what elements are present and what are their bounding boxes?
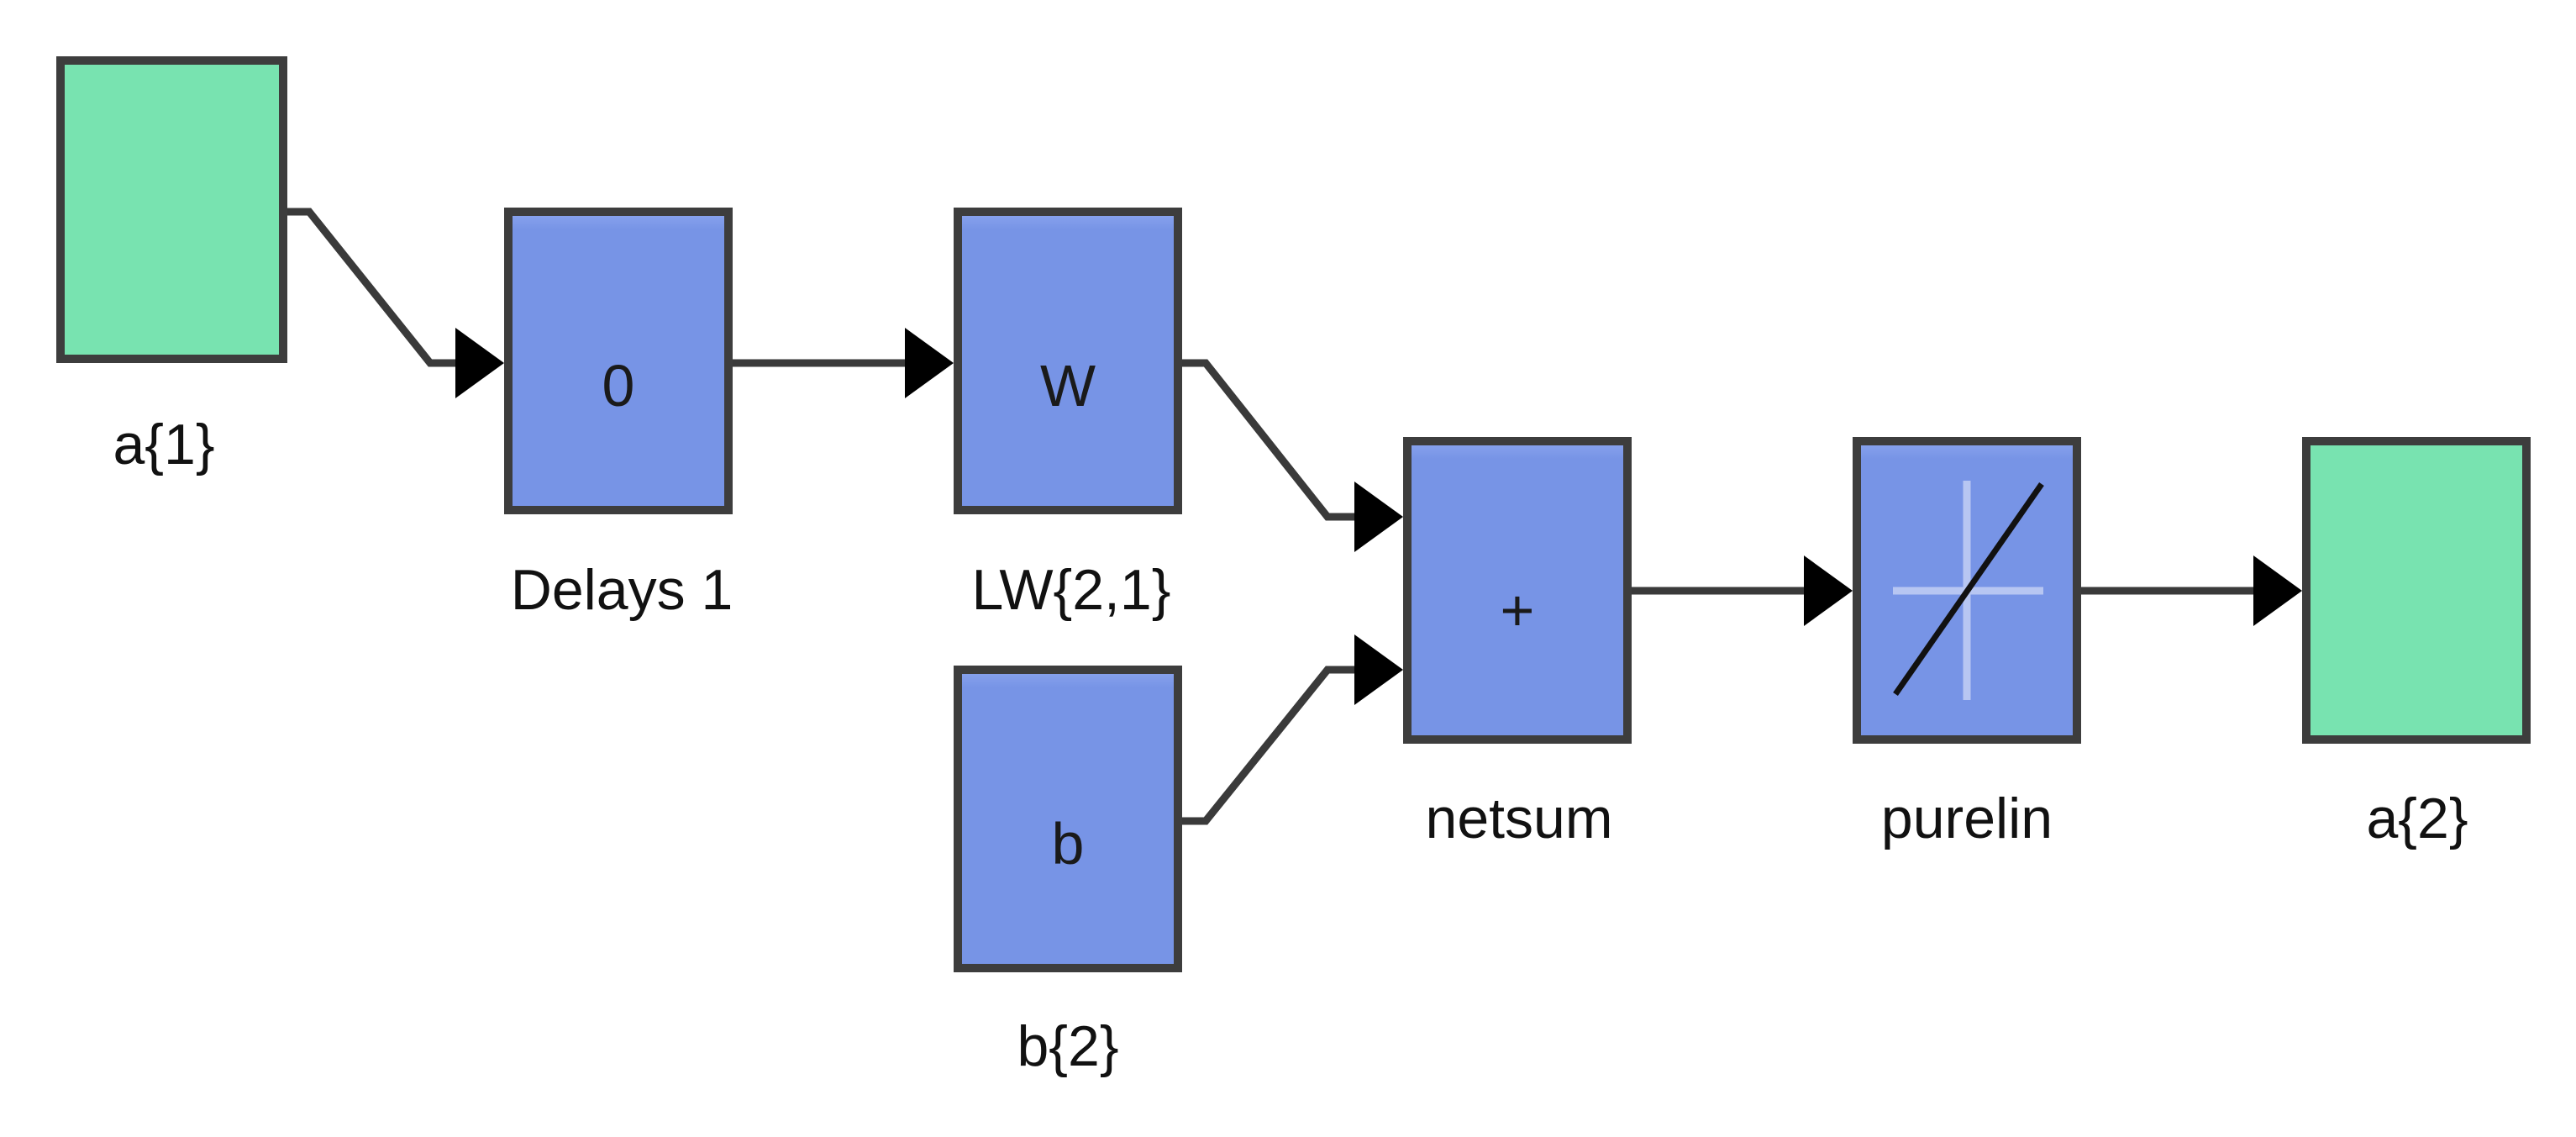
arrow-into-netsum-top — [1354, 482, 1403, 552]
wire-bias-to-netsum — [1180, 666, 1361, 825]
block-delays[interactable]: 0 — [504, 208, 733, 514]
delay-block[interactable] — [504, 208, 733, 514]
wire-lw-to-netsum — [1180, 359, 1361, 521]
arrow-into-purelin — [1804, 555, 1853, 626]
arrow-into-a2 — [2253, 555, 2302, 626]
weight-block[interactable] — [954, 208, 1182, 514]
label-bias: b{2} — [1017, 1014, 1118, 1078]
linear-transfer-icon — [1893, 481, 2044, 700]
arrow-into-delays — [455, 328, 504, 398]
netsum-block-glyph: + — [1501, 577, 1535, 643]
delay-block-glyph: 0 — [602, 353, 635, 418]
input-block[interactable] — [56, 56, 287, 363]
block-bias[interactable]: b — [954, 666, 1182, 972]
label-purelin: purelin — [1881, 787, 2053, 850]
block-labels: a{1} Delays 1 LW{2,1} netsum purelin a{2… — [113, 413, 2468, 1078]
label-a2: a{2} — [2366, 787, 2468, 850]
bias-block-glyph: b — [1052, 811, 1085, 876]
label-netsum: netsum — [1426, 787, 1613, 850]
arrowheads — [455, 328, 2302, 705]
block-netsum[interactable]: + — [1403, 437, 1632, 744]
arrow-into-netsum-bottom — [1354, 634, 1403, 705]
wire-a1-to-delays — [287, 208, 462, 367]
bias-block[interactable] — [954, 666, 1182, 972]
wires — [287, 208, 2260, 825]
netsum-block[interactable] — [1403, 437, 1632, 744]
block-purelin[interactable] — [1853, 437, 2081, 744]
label-lw: LW{2,1} — [972, 558, 1171, 622]
label-delays: Delays 1 — [511, 558, 733, 622]
weight-block-glyph: W — [1040, 353, 1096, 418]
arrow-into-lw — [905, 328, 954, 398]
block-a2[interactable] — [2302, 437, 2531, 744]
output-block[interactable] — [2302, 437, 2531, 744]
block-a1[interactable] — [56, 56, 287, 363]
block-lw[interactable]: W — [954, 208, 1182, 514]
label-a1: a{1} — [113, 413, 214, 476]
